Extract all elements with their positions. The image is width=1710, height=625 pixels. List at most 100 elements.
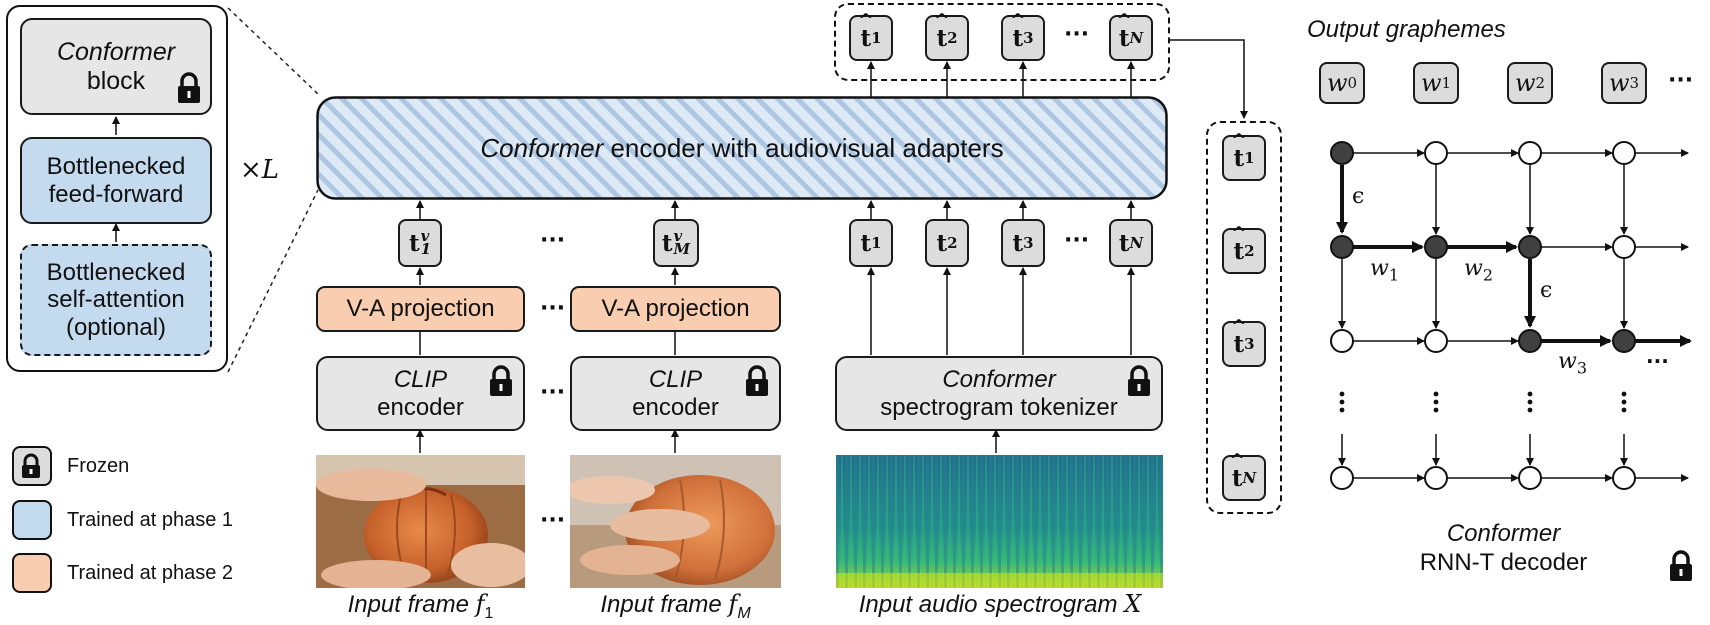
- input-frame-1-label: Input frame f1: [316, 590, 525, 623]
- input-audio-label: Input audio spectrogram X: [820, 590, 1180, 619]
- column-token-2: t2: [1222, 228, 1266, 274]
- rnnt-decoder-label: Conformer RNN-T decoder: [1302, 520, 1705, 578]
- clip-encoder-title: CLIP: [393, 365, 448, 393]
- clip-encoder-subtitle: encoder: [632, 393, 719, 421]
- label-sub: 1: [484, 604, 494, 622]
- token-base: t: [1118, 229, 1130, 257]
- label-var: X: [1124, 590, 1142, 618]
- self-attention-line2: self-attention: [47, 286, 185, 314]
- legend-frozen-swatch: [12, 446, 52, 486]
- projection-label: V-A projection: [346, 295, 495, 323]
- va-projection-m: V-A projection: [570, 286, 781, 332]
- output-token-n: tN: [1109, 15, 1153, 61]
- projection-label: V-A projection: [601, 295, 750, 323]
- self-attention-line3: (optional): [65, 313, 167, 341]
- token-sub: 2: [1244, 242, 1255, 260]
- conformer-block-title: Conformer: [56, 37, 176, 66]
- output-token-3: t3: [1001, 15, 1045, 61]
- legend-phase1-swatch: [12, 500, 52, 540]
- clip-ellipsis: ···: [540, 380, 566, 405]
- input-frame-m-image: [570, 455, 781, 588]
- frame-ellipsis: ···: [540, 508, 566, 533]
- tokenizer-subtitle: spectrogram tokenizer: [880, 393, 1118, 421]
- grapheme-var: w: [1420, 69, 1442, 97]
- grapheme-ellipsis: ···: [1668, 68, 1694, 93]
- lock-icon: [1128, 365, 1150, 396]
- token-base: t: [936, 229, 948, 257]
- conformer-encoder-box: [316, 96, 1168, 200]
- tokenizer-title: Conformer: [942, 365, 1056, 393]
- grapheme-var: w: [1326, 69, 1348, 97]
- token-base: t: [1012, 229, 1024, 257]
- token-base: t: [936, 25, 947, 52]
- decoder-label-title: Conformer: [1446, 520, 1561, 547]
- column-token-3: t3: [1222, 321, 1266, 367]
- token-sub: 3: [1023, 234, 1034, 252]
- path-label-w2: w2: [1464, 256, 1494, 285]
- lock-icon: [1670, 550, 1692, 581]
- conformer-block-subtitle: block: [86, 66, 146, 95]
- token-base: t: [1233, 331, 1244, 358]
- token-sub: 1: [420, 240, 432, 258]
- decoder-label-subtitle: RNN-T decoder: [1419, 548, 1588, 576]
- legend-phase2-label: Trained at phase 2: [67, 562, 234, 584]
- token-sub: N: [1242, 469, 1257, 487]
- feed-forward-line2: feed-forward: [48, 180, 184, 208]
- token-sub: 2: [947, 234, 958, 252]
- label-text: Input frame: [600, 591, 729, 618]
- visual-token-ellipsis: ···: [540, 228, 566, 253]
- lock-icon: [22, 453, 40, 478]
- lattice-nodes: [1330, 141, 1636, 490]
- encoder-layer-detail-panel: [6, 5, 228, 372]
- bottlenecked-self-attention-box: Bottlenecked self-attention (optional): [20, 244, 212, 356]
- audio-spectrogram-image: [836, 455, 1163, 588]
- grapheme-var: w: [1514, 69, 1536, 97]
- va-projection-1: V-A projection: [316, 286, 525, 332]
- feed-forward-line1: Bottlenecked: [46, 152, 186, 180]
- grapheme-sub: 0: [1347, 74, 1358, 92]
- token-base: t: [661, 229, 673, 257]
- token-base: t: [1233, 238, 1244, 265]
- legend-phase2-swatch: [12, 553, 52, 593]
- token-sub: N: [1129, 29, 1144, 47]
- grapheme-sub: 2: [1535, 74, 1546, 92]
- path-label-w1: w1: [1370, 256, 1400, 285]
- grapheme-sub: 1: [1441, 74, 1452, 92]
- token-base: t: [1232, 465, 1243, 492]
- zoom-line-bottom: [227, 189, 319, 373]
- projection-ellipsis: ···: [540, 296, 566, 321]
- audio-token-ellipsis: ···: [1064, 228, 1090, 253]
- legend-frozen-label: Frozen: [67, 455, 130, 477]
- column-token-1: t1: [1222, 135, 1266, 181]
- token-base: t: [860, 25, 871, 52]
- token-base: t: [1012, 25, 1023, 52]
- clip-encoder-subtitle: encoder: [377, 393, 464, 421]
- token-sub: M: [673, 240, 691, 258]
- path-label-epsilon-1: ϵ: [1352, 184, 1365, 209]
- lock-icon: [746, 365, 768, 396]
- clip-encoder-title: CLIP: [648, 365, 703, 393]
- output-token-group: [834, 3, 1170, 81]
- encoder-label-italic: Conformer: [480, 132, 604, 163]
- token-sub: 2: [947, 29, 958, 47]
- token-sub: 1: [871, 29, 882, 47]
- lock-icon: [178, 72, 200, 103]
- token-sub: 1: [1244, 149, 1255, 167]
- output-token-2: t2: [925, 15, 969, 61]
- self-attention-line1: Bottlenecked: [46, 258, 186, 286]
- lock-icon: [490, 365, 512, 396]
- lattice-ellipsis: ···: [1646, 349, 1669, 373]
- conformer-encoder-label: Conformer encoder with audiovisual adapt…: [316, 96, 1168, 200]
- label-text: Input frame: [347, 591, 476, 618]
- token-base: t: [1233, 145, 1244, 172]
- token-sub: N: [1129, 234, 1144, 252]
- conformer-spectrogram-tokenizer: Conformer spectrogram tokenizer: [835, 356, 1163, 431]
- lattice: [1336, 149, 1692, 482]
